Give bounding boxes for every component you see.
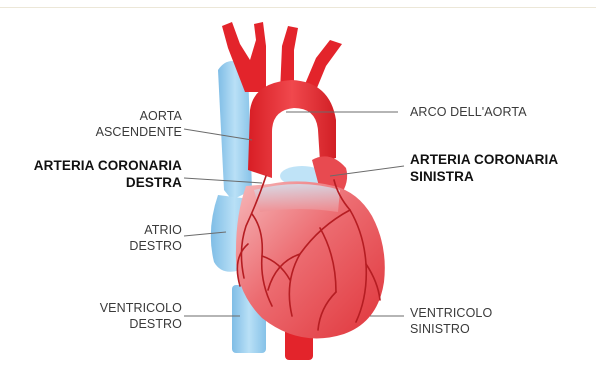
label-arteria-coronaria-sinistra: ARTERIA CORONARIA SINISTRA — [410, 151, 558, 185]
label-arco-aorta: ARCO DELL'AORTA — [410, 104, 527, 120]
label-aorta-ascendente: AORTA ASCENDENTE — [96, 108, 182, 140]
label-ventricolo-sinistro: VENTRICOLO SINISTRO — [410, 305, 492, 337]
label-ventricolo-destro: VENTRICOLO DESTRO — [100, 300, 182, 332]
label-arteria-coronaria-destra: ARTERIA CORONARIA DESTRA — [34, 157, 182, 191]
label-atrio-destro: ATRIO DESTRO — [129, 222, 182, 254]
